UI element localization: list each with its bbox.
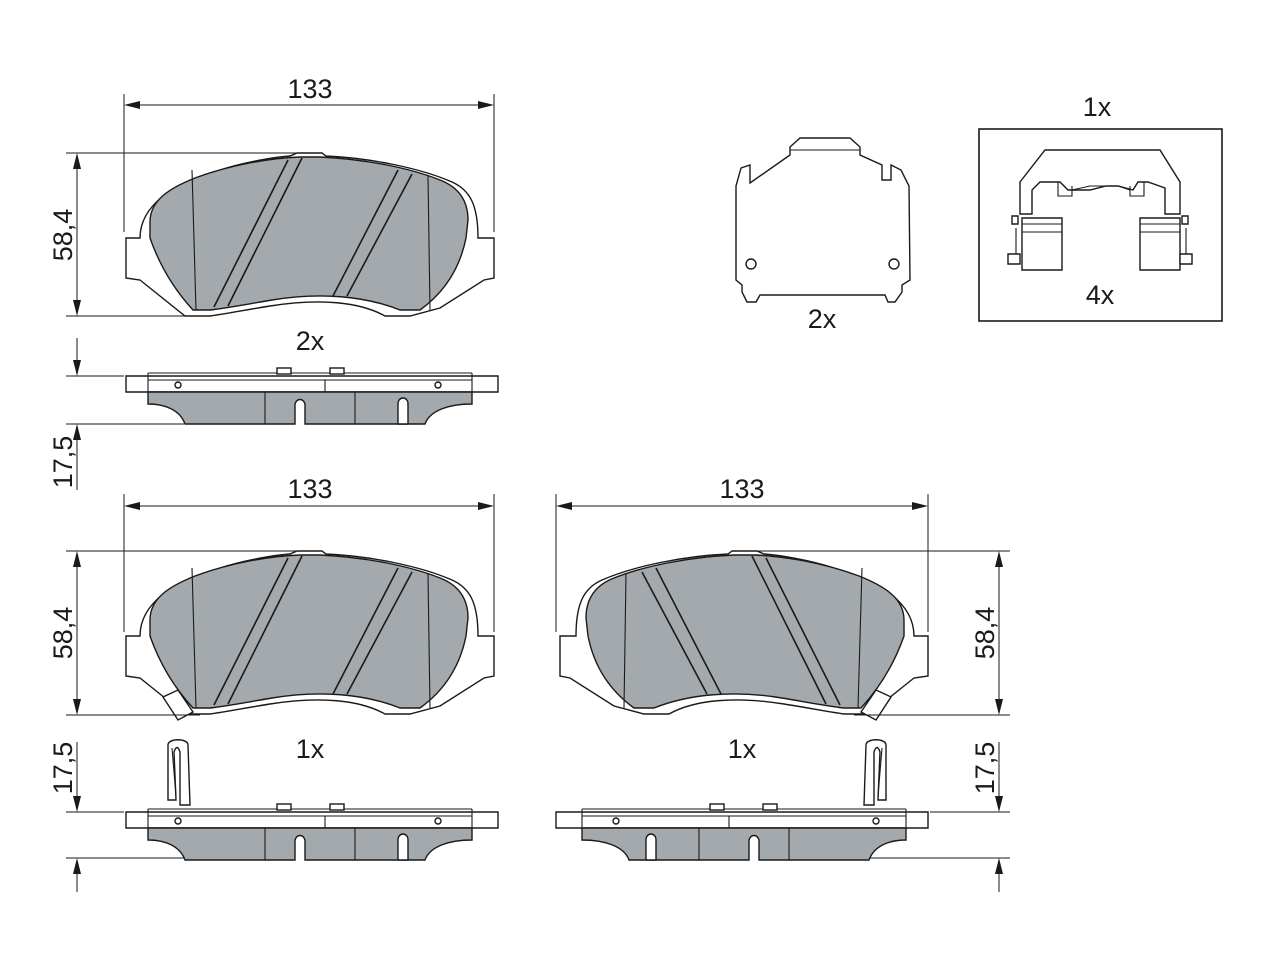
top-left-height-label: 58,4 — [48, 209, 78, 262]
clip-quantity-label: 4x — [1086, 280, 1115, 310]
shim-quantity-label: 2x — [808, 304, 837, 334]
bottom-right-pad-face — [559, 550, 929, 715]
bottom-left-pad-side — [125, 803, 499, 861]
bottom-left-thickness-label: 17,5 — [48, 742, 78, 795]
top-left-pad-side — [125, 367, 499, 425]
bottom-right-height-label: 58,4 — [970, 607, 1000, 660]
bottom-right-quantity-label: 1x — [728, 734, 757, 764]
bottom-right-thickness-label: 17,5 — [970, 742, 1000, 795]
shim-hole-right — [888, 258, 900, 270]
top-left-width-label: 133 — [287, 74, 332, 104]
bottom-right-pad: 133 58,4 17,5 1x — [555, 474, 1010, 892]
anti-noise-shim: 2x — [735, 137, 911, 334]
top-left-thickness-label: 17,5 — [48, 436, 78, 489]
bottom-left-width-label: 133 — [287, 474, 332, 504]
bottom-left-pad: 133 58,4 17,5 1x — [48, 474, 499, 892]
bottom-left-height-label: 58,4 — [48, 607, 78, 660]
bottom-right-width-label: 133 — [719, 474, 764, 504]
bottom-right-wear-indicator-clip — [863, 739, 887, 806]
shim-hole-left — [745, 258, 757, 270]
bottom-left-quantity-label: 1x — [296, 734, 325, 764]
clip-kit-quantity-label: 1x — [1083, 92, 1112, 122]
bottom-left-pad-face — [125, 550, 495, 715]
top-left-pad: 133 58,4 17,5 2x — [48, 74, 499, 490]
bottom-right-pad-side — [555, 803, 929, 861]
top-left-pad-face — [125, 152, 495, 317]
top-left-quantity-label: 2x — [296, 326, 325, 356]
bottom-left-wear-indicator-clip — [167, 739, 191, 806]
clip-kit: 1x 4x — [978, 92, 1223, 322]
